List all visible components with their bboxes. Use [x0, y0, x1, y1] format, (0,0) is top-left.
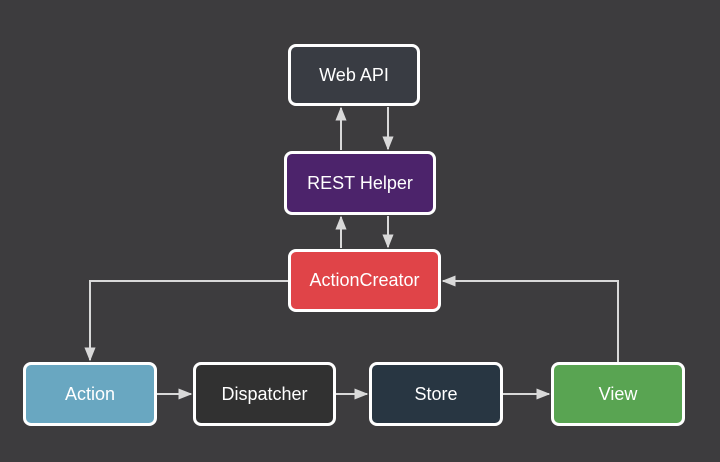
edge-actioncreator-to-action — [84, 280, 288, 362]
node-action-creator: ActionCreator — [288, 249, 441, 312]
node-store: Store — [369, 362, 503, 426]
edge-view-to-actioncreator — [441, 275, 619, 362]
node-action-creator-label: ActionCreator — [309, 270, 420, 290]
node-dispatcher: Dispatcher — [193, 362, 336, 426]
node-view-label: View — [598, 383, 638, 404]
node-web-api-label: Web API — [319, 64, 389, 85]
node-view: View — [551, 362, 685, 426]
node-action-label: Action — [64, 383, 116, 404]
node-dispatcher-label: Dispatcher — [221, 383, 308, 404]
node-rest-helper: REST Helper — [284, 151, 436, 215]
node-action: Action — [23, 362, 157, 426]
node-web-api: Web API — [288, 44, 420, 106]
node-rest-helper-label: REST Helper — [307, 172, 413, 193]
node-store-label: Store — [414, 383, 458, 404]
